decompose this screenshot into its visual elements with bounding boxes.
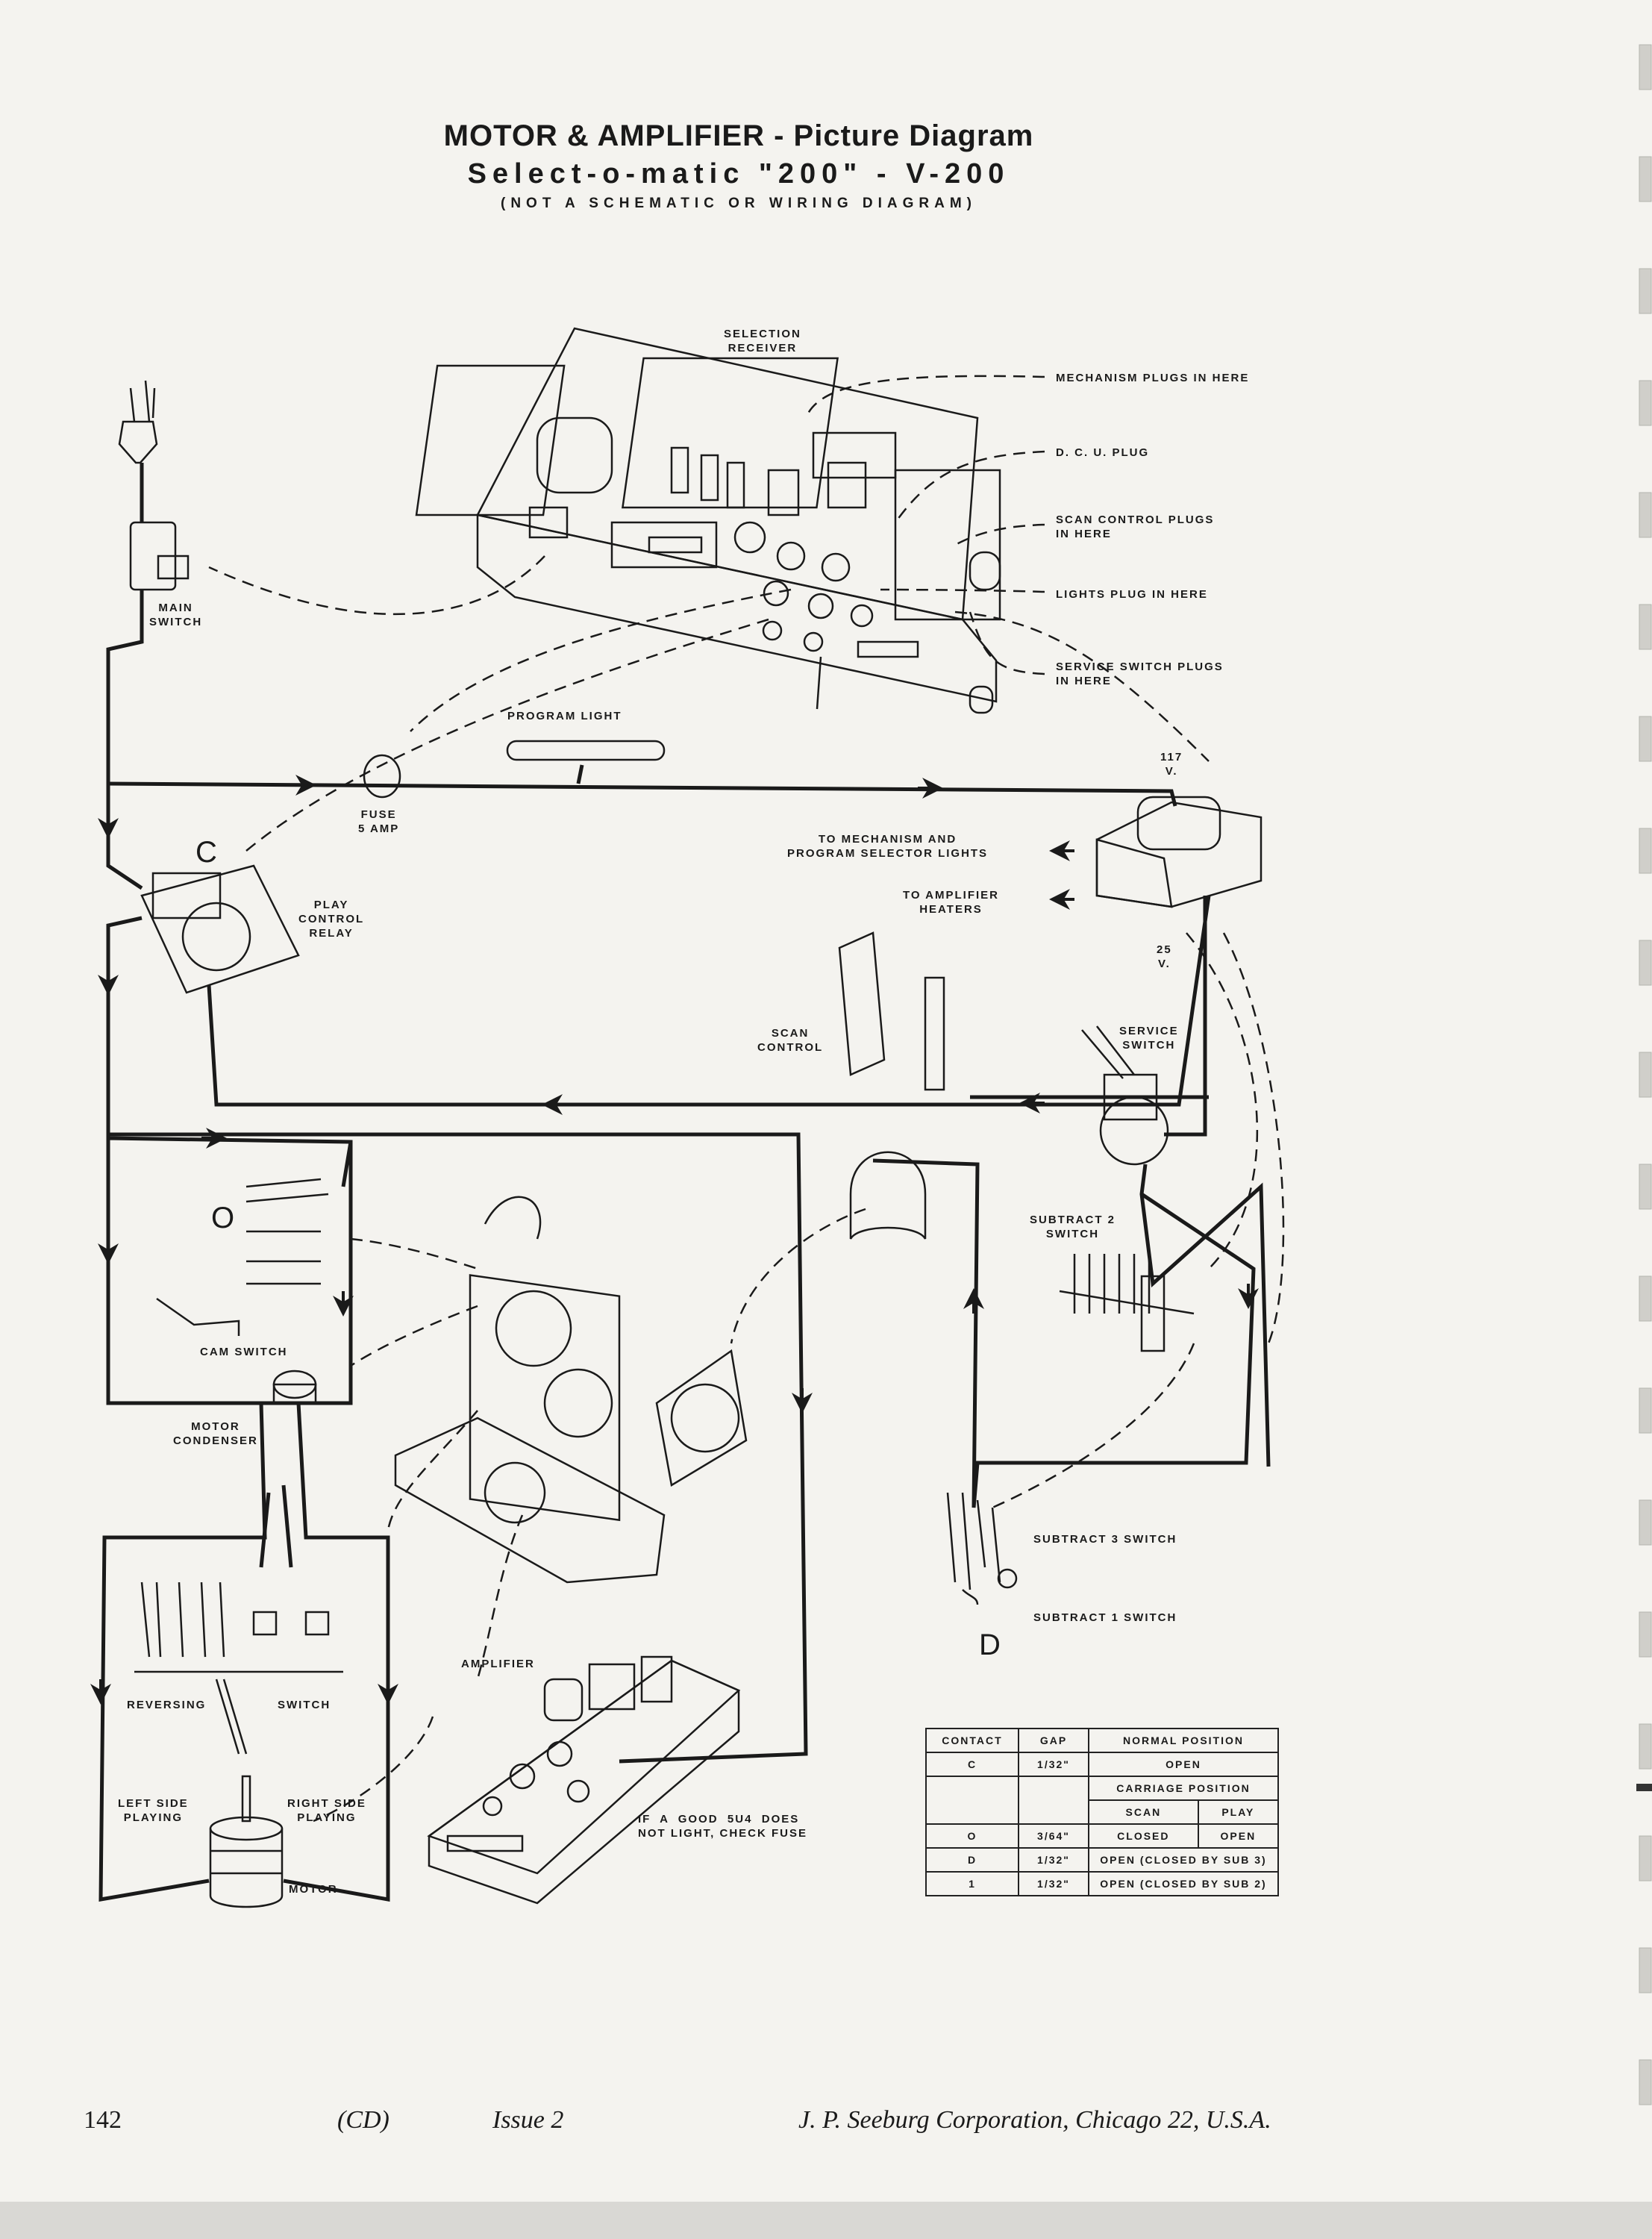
motor (209, 1775, 284, 1908)
subtract-2-switch-label: SUBTRACT 2 SWITCH (1030, 1214, 1116, 1240)
wire-arrows (90, 775, 1259, 1705)
contact-gap-table: CONTACT GAP NORMAL POSITION C 1/32" OPEN… (925, 1728, 1280, 1896)
right-side-playing-label: RIGHT SIDE PLAYING (287, 1797, 366, 1824)
play-control-relay-label: PLAY CONTROL RELAY (298, 899, 365, 940)
program-light-label: PROGRAM LIGHT (507, 710, 622, 722)
fuse (363, 754, 401, 799)
amplifier-chassis (427, 1655, 741, 1905)
table-cell (1018, 1776, 1089, 1825)
cam-switch-label: CAM SWITCH (200, 1346, 288, 1358)
117v-label: 117 V. (1160, 751, 1183, 778)
main-switch-assembly (118, 380, 190, 591)
motor-label: MOTOR (289, 1883, 338, 1896)
table-cell: C (925, 1752, 1019, 1777)
scan-control-label: SCAN CONTROL (757, 1027, 824, 1054)
page-number: 142 (84, 2106, 122, 2134)
table-cell: 3/64" (1018, 1823, 1089, 1849)
contact-d-letter: D (979, 1628, 1001, 1661)
diagram-title: MOTOR & AMPLIFIER - Picture Diagram (443, 119, 1034, 152)
binder-tab-strip (1636, 44, 1652, 2105)
table-carriage-position: CARRIAGE POSITION (1088, 1776, 1279, 1801)
table-header-gap: GAP (1018, 1728, 1089, 1753)
mechanism-plugs-label: MECHANISM PLUGS IN HERE (1056, 372, 1250, 384)
table-cell: 1/32" (1018, 1871, 1089, 1896)
play-control-relay (140, 864, 300, 994)
mechanism-assembly (394, 1196, 748, 1584)
scan-control-plugs-label: SCAN CONTROL PLUGS IN HERE (1056, 513, 1215, 540)
table-cell: OPEN (1088, 1752, 1279, 1777)
table-cell: 1/32" (1018, 1752, 1089, 1777)
diagram-subtitle: Select-o-matic "200" - V-200 (467, 158, 1010, 190)
reversing-switch (134, 1581, 343, 1755)
motor-condenser (272, 1370, 317, 1405)
program-light-tube (506, 740, 666, 761)
good-5u4-note: IF A GOOD 5U4 DOES NOT LIGHT, CHECK FUSE (638, 1813, 808, 1840)
table-cell: OPEN (1197, 1823, 1280, 1849)
table-cell: D (925, 1847, 1019, 1873)
amplifier-label: AMPLIFIER (461, 1658, 535, 1670)
table-cell: OPEN (CLOSED BY SUB 3) (1088, 1847, 1279, 1873)
table-cell: 1 (925, 1871, 1019, 1896)
table-cell: 1/32" (1018, 1847, 1089, 1873)
to-amplifier-label: TO AMPLIFIER HEATERS (903, 889, 999, 916)
table-play: PLAY (1197, 1799, 1280, 1825)
fuse-label: FUSE 5 AMP (358, 808, 400, 835)
subtract-3-switch-label: SUBTRACT 3 SWITCH (1033, 1533, 1177, 1546)
table-scan: SCAN (1088, 1799, 1199, 1825)
main-switch-label: MAIN SWITCH (149, 602, 203, 628)
subtract-2-switch (1059, 1254, 1195, 1352)
subtract-1-switch-label: SUBTRACT 1 SWITCH (1033, 1611, 1177, 1624)
to-mechanism-label: TO MECHANISM AND PROGRAM SELECTOR LIGHTS (787, 833, 989, 860)
wires (98, 463, 1271, 1902)
footer-code: (CD) (337, 2106, 389, 2134)
table-cell: OPEN (CLOSED BY SUB 2) (1088, 1871, 1279, 1896)
left-side-playing-label: LEFT SIDE PLAYING (118, 1797, 189, 1824)
switch-label: SWITCH (278, 1699, 331, 1711)
table-header-normal-position: NORMAL POSITION (1088, 1728, 1279, 1753)
lights-plug-label: LIGHTS PLUG IN HERE (1056, 588, 1208, 601)
selection-receiver-label: SELECTION RECEIVER (724, 328, 801, 355)
footer-issue: Issue 2 (492, 2106, 564, 2134)
reversing-label: REVERSING (127, 1699, 207, 1711)
25v-label: 25 V. (1157, 943, 1172, 970)
service-switch-label: SERVICE SWITCH (1119, 1025, 1179, 1052)
scan-control-assembly (838, 931, 945, 1240)
motor-condenser-label: MOTOR CONDENSER (173, 1420, 258, 1447)
footer-company: J. P. Seeburg Corporation, Chicago 22, U… (798, 2106, 1271, 2134)
cam-switch-contacts (156, 1178, 329, 1336)
selection-receiver-chassis (415, 327, 1001, 714)
table-cell: CLOSED (1088, 1823, 1199, 1849)
table-cell (925, 1776, 1019, 1825)
dashed-leaders (208, 375, 1285, 1823)
service-switch-plugs-label: SERVICE SWITCH PLUGS IN HERE (1056, 661, 1224, 687)
table-cell: O (925, 1823, 1019, 1849)
diagram-note: (NOT A SCHEMATIC OR WIRING DIAGRAM) (501, 196, 977, 211)
subtract-3-1-switches (946, 1492, 1018, 1605)
table-header-contact: CONTACT (925, 1728, 1019, 1753)
contact-c-letter: C (195, 836, 217, 869)
contact-o-letter: O (211, 1202, 235, 1234)
scan-bottom-band (0, 2202, 1652, 2239)
transformer (1095, 796, 1263, 908)
dcu-plug-label: D. C. U. PLUG (1056, 446, 1150, 459)
